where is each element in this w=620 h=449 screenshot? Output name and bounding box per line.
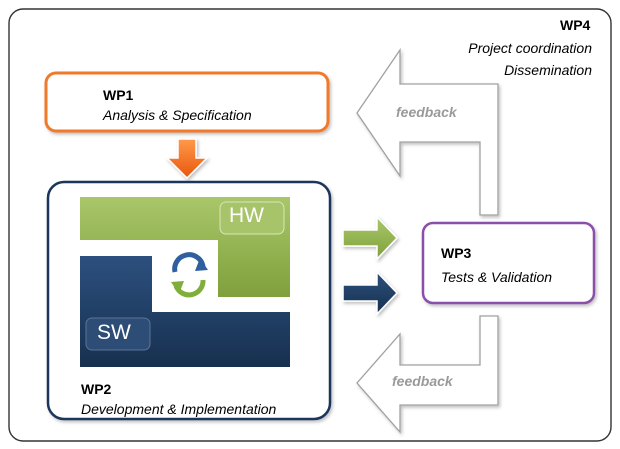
sw-label-badge xyxy=(85,317,151,351)
wp4-title: WP4 xyxy=(560,17,591,33)
wp1-title: WP1 xyxy=(103,87,134,103)
wp2-subtitle: Development & Implementation xyxy=(81,401,277,417)
arrow-hw-to-wp3 xyxy=(342,215,399,261)
wp3-box xyxy=(421,221,596,305)
feedback-arrow-bottom xyxy=(356,315,499,434)
wp1-subtitle: Analysis & Specification xyxy=(103,107,252,123)
wp3-title: WP3 xyxy=(441,245,472,261)
feedback-label-top: feedback xyxy=(396,104,457,120)
sw-label: SW xyxy=(97,321,131,344)
hw-label: HW xyxy=(229,204,264,227)
wp4-line1: Project coordination xyxy=(468,40,592,56)
hw-label-badge xyxy=(219,201,285,235)
wp1-box xyxy=(44,71,330,133)
feedback-label-bottom: feedback xyxy=(392,373,453,389)
cycle-icon xyxy=(171,252,208,298)
arrow-wp1-to-wp2 xyxy=(165,138,209,180)
arrow-sw-to-wp3 xyxy=(342,270,399,316)
feedback-arrow-top xyxy=(356,47,499,216)
wp3-subtitle: Tests & Validation xyxy=(441,269,553,285)
wp4-line2: Dissemination xyxy=(504,62,592,78)
wp2-title: WP2 xyxy=(81,381,112,397)
